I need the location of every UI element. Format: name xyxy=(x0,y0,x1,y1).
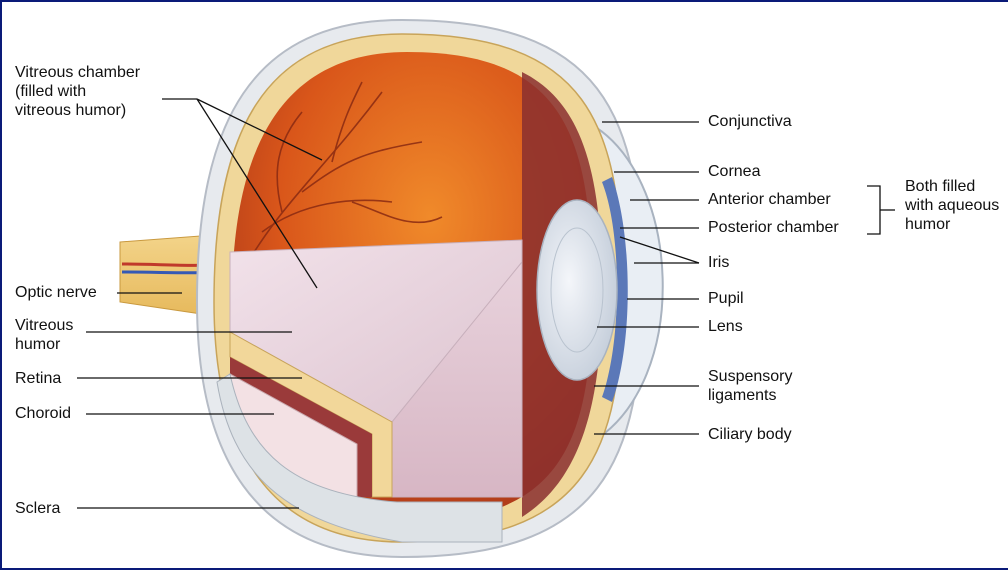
label-optic-nerve: Optic nerve xyxy=(15,283,97,302)
label-lens: Lens xyxy=(708,317,743,336)
label-iris: Iris xyxy=(708,253,729,272)
label-cornea: Cornea xyxy=(708,162,760,181)
label-both-filled: Both filled with aqueous humor xyxy=(905,177,999,234)
label-vitreous-humor: Vitreous humor xyxy=(15,316,73,354)
label-vitreous-chamber: Vitreous chamber (filled with vitreous h… xyxy=(15,63,140,120)
label-conjunctiva: Conjunctiva xyxy=(708,112,792,131)
label-suspensory-ligaments: Suspensory ligaments xyxy=(708,367,793,405)
label-retina: Retina xyxy=(15,369,61,388)
label-pupil: Pupil xyxy=(708,289,744,308)
label-anterior-chamber: Anterior chamber xyxy=(708,190,831,209)
lens-shape xyxy=(537,200,617,380)
label-ciliary-body: Ciliary body xyxy=(708,425,792,444)
label-posterior-chamber: Posterior chamber xyxy=(708,218,839,237)
label-choroid: Choroid xyxy=(15,404,71,423)
label-sclera: Sclera xyxy=(15,499,60,518)
